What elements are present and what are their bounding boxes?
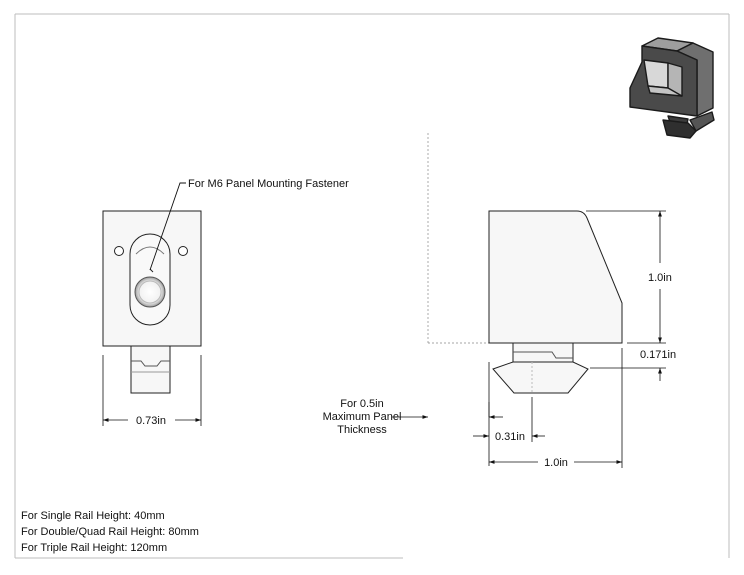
tab-offset-dimension <box>473 397 545 466</box>
panel-callout-line-3: Thickness <box>337 424 387 436</box>
note-single-rail: For Single Rail Height: 40mm <box>21 510 165 522</box>
tab-height-label: 0.171in <box>640 349 676 361</box>
side-view <box>488 210 623 394</box>
panel-callout-line-1: For 0.5in <box>340 398 383 410</box>
rail-height-notes: For Single Rail Height: 40mm For Double/… <box>21 508 199 556</box>
note-triple-rail: For Triple Rail Height: 120mm <box>21 542 168 554</box>
fastener-leader <box>149 182 186 271</box>
side-height-dimension <box>586 210 666 344</box>
side-width-dimension <box>489 348 623 468</box>
panel-thickness-guides <box>427 133 489 344</box>
front-width-label: 0.73in <box>136 415 166 427</box>
front-width-dimension <box>102 355 202 426</box>
side-height-label: 1.0in <box>648 272 672 284</box>
isometric-thumbnail <box>629 37 715 139</box>
side-width-label: 1.0in <box>544 457 568 469</box>
front-view <box>102 210 202 394</box>
panel-callout-leader <box>392 362 490 419</box>
sheet-border <box>14 13 730 559</box>
fastener-callout: For M6 Panel Mounting Fastener <box>188 178 349 190</box>
tab-offset-label: 0.31in <box>495 431 525 443</box>
note-double-quad-rail: For Double/Quad Rail Height: 80mm <box>21 526 199 538</box>
panel-callout-line-2: Maximum Panel <box>323 411 402 423</box>
tab-height-dimension <box>590 367 666 381</box>
